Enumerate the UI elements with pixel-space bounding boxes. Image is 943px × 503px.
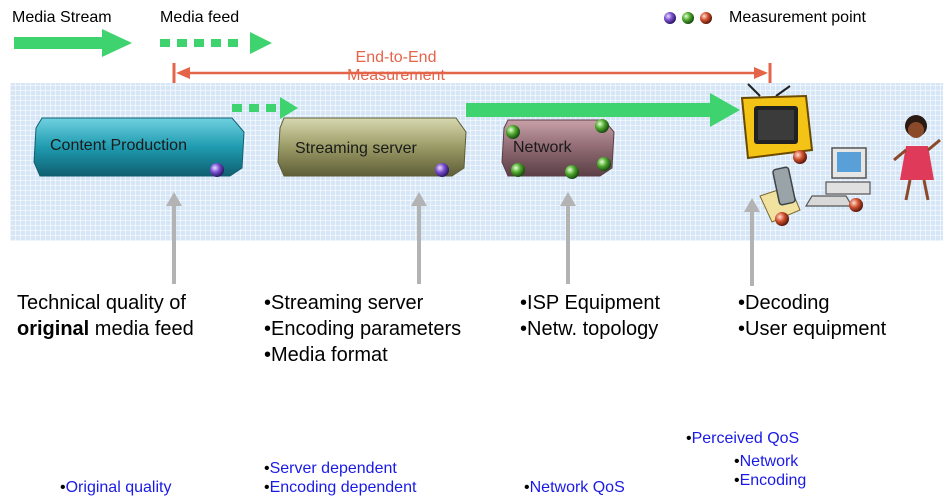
feed-arrow-content-to-server <box>232 97 298 119</box>
measure-server: •Server dependent •Encoding dependent <box>264 459 416 497</box>
stream-arrow-network-to-user <box>466 93 740 127</box>
legend-measurement-point: Measurement point <box>729 9 866 26</box>
content-production-box <box>33 117 245 177</box>
user-factor-item: •Decoding <box>738 292 830 314</box>
measure-original: •Original quality <box>60 479 172 496</box>
computer-icon <box>804 147 871 212</box>
end-to-end-measurement-line <box>172 63 772 83</box>
factor-arrow-content <box>166 192 182 284</box>
factor-arrow-user <box>744 198 760 286</box>
measure-perceived-sub-item: •Network <box>734 453 799 470</box>
content-production-label: Content Production <box>50 137 187 154</box>
measurement-point-server <box>435 163 449 177</box>
server-factors: •Streaming server •Encoding parameters •… <box>264 290 461 368</box>
network-factor-item: •ISP Equipment <box>520 292 661 314</box>
measure-perceived: •Perceived QoS <box>686 430 800 447</box>
streaming-server-label: Streaming server <box>295 140 417 157</box>
measure-server-item: •Encoding dependent <box>264 479 417 496</box>
person-icon <box>893 115 941 201</box>
network-measurement-points <box>506 119 611 179</box>
end-to-end-label: End-to-End Measurement <box>347 49 445 84</box>
content-factor-line2: original media feed <box>17 316 194 342</box>
network-label: Network <box>513 139 572 156</box>
measure-perceived-sub-item: •Encoding <box>734 472 807 489</box>
content-factor-line1: Technical quality of <box>17 292 186 314</box>
user-factor-item: •User equipment <box>738 318 887 340</box>
measure-server-item: •Server dependent <box>264 460 397 477</box>
media-stream-arrow-icon <box>14 29 132 57</box>
factor-arrow-server <box>411 192 427 284</box>
network-factors: •ISP Equipment •Netw. topology <box>520 290 660 342</box>
server-factor-item: •Encoding parameters <box>264 318 462 340</box>
legend-media-feed: Media feed <box>160 9 240 26</box>
media-feed-arrow-icon <box>160 32 272 54</box>
measure-network: •Network QoS <box>524 479 625 496</box>
network-factor-item: •Netw. topology <box>520 318 659 340</box>
legend-media-stream: Media Stream <box>12 9 112 26</box>
content-factors: Technical quality of original media feed <box>17 290 194 342</box>
measurement-point-icon <box>664 12 712 24</box>
measure-perceived-sub: •Network •Encoding <box>734 452 806 490</box>
server-factor-item: •Streaming server <box>264 292 424 314</box>
content-factor-bold: original <box>17 318 90 340</box>
phone-icon <box>759 166 801 226</box>
factor-arrow-network <box>560 192 576 284</box>
content-factor-rest: media feed <box>89 318 194 340</box>
tv-icon <box>740 83 814 164</box>
server-factor-item: •Media format <box>264 344 388 366</box>
measurement-point-content <box>210 163 224 177</box>
streaming-server-box <box>277 117 467 177</box>
user-factors: •Decoding •User equipment <box>738 290 886 342</box>
